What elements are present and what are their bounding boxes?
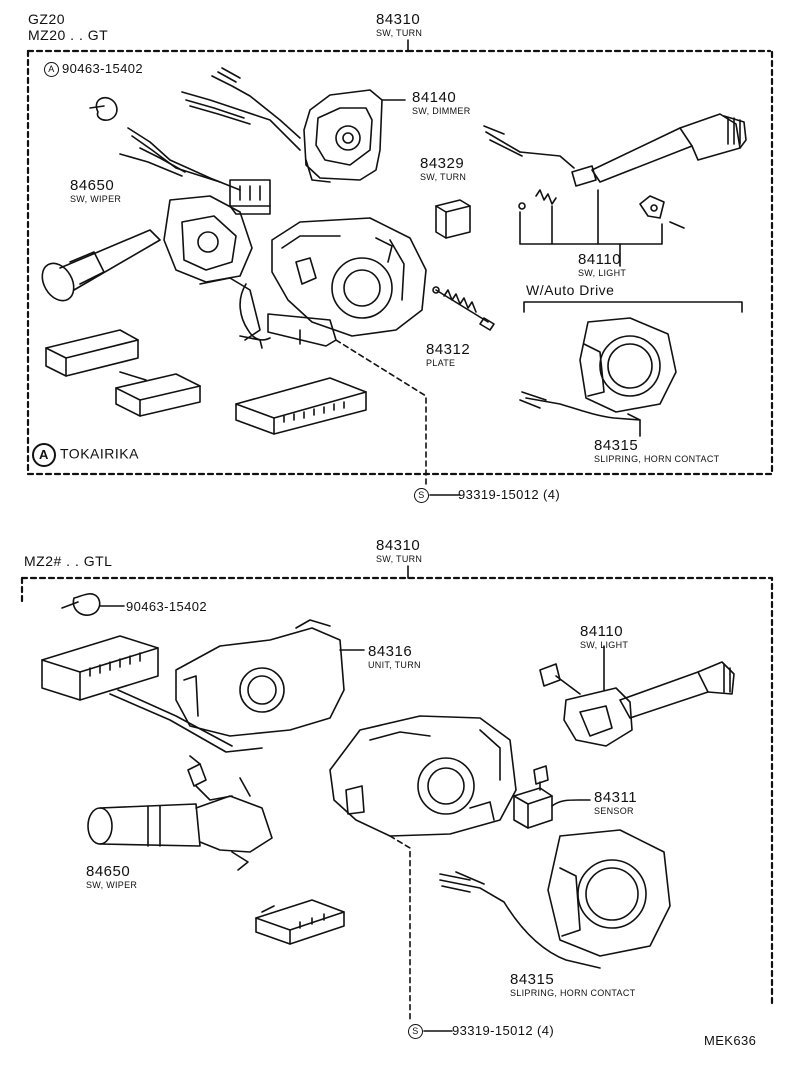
bottom-frame bbox=[20, 576, 774, 1006]
top-light-name: SW, LIGHT bbox=[578, 268, 627, 278]
top-clip-number: 90463-15402 bbox=[62, 61, 144, 76]
light-switch-art-top bbox=[483, 113, 747, 267]
combination-switch-body-bottom bbox=[329, 715, 517, 837]
wire-harness-top bbox=[119, 67, 301, 215]
unit-turn-name: UNIT, TURN bbox=[368, 660, 421, 670]
top-wiper-number[interactable]: 84650 bbox=[70, 177, 115, 194]
bottom-slipring-name: SLIPRING, HORN CONTACT bbox=[510, 988, 636, 998]
bottom-assembly-number[interactable]: 84310 bbox=[376, 537, 421, 554]
top-slipring-number[interactable]: 84315 bbox=[594, 437, 639, 454]
bottom-clip-number[interactable]: 90463-15402 bbox=[126, 599, 208, 614]
figure-code: MEK636 bbox=[704, 1033, 757, 1048]
plate-name: PLATE bbox=[426, 358, 456, 368]
wiper-switch-art bbox=[41, 195, 263, 349]
top-slipring-name: SLIPRING, HORN CONTACT bbox=[594, 454, 720, 464]
unit-turn-number[interactable]: 84316 bbox=[368, 643, 413, 660]
bottom-wiper-number[interactable]: 84650 bbox=[86, 863, 131, 880]
circled-a-marker-icon: A bbox=[44, 62, 59, 78]
top-light-number[interactable]: 84110 bbox=[578, 251, 622, 268]
connectors-top bbox=[45, 329, 367, 435]
maker-name: TOKAIRIKA bbox=[60, 445, 139, 462]
turn-switch-number[interactable]: 84329 bbox=[420, 155, 465, 172]
top-model-line1: GZ20 bbox=[28, 11, 66, 27]
circled-s-marker-icon: S bbox=[414, 488, 429, 504]
combination-switch-body-top bbox=[267, 217, 427, 347]
circled-s-marker-icon: S bbox=[408, 1024, 423, 1040]
top-wiper-name: SW, WIPER bbox=[70, 194, 122, 204]
slipring-art-top bbox=[519, 317, 677, 437]
clip-icon-bottom bbox=[61, 593, 125, 616]
bottom-model-line: MZ2# . . GTL bbox=[24, 553, 113, 569]
top-screw-label[interactable]: S 93319-15012 (4) bbox=[414, 487, 561, 504]
slipring-art-bottom bbox=[439, 829, 671, 969]
plate-spring-art bbox=[432, 286, 495, 331]
dimmer-number[interactable]: 84140 bbox=[412, 89, 457, 106]
bottom-light-name: SW, LIGHT bbox=[580, 640, 629, 650]
top-screw-number: 93319-15012 (4) bbox=[458, 487, 561, 502]
turn-switch-art bbox=[435, 199, 471, 239]
top-assembly-number[interactable]: 84310 bbox=[376, 11, 421, 28]
clip-icon-top bbox=[89, 96, 118, 121]
light-switch-art-bottom bbox=[539, 645, 735, 747]
bottom-light-number[interactable]: 84110 bbox=[580, 623, 624, 640]
sensor-art bbox=[513, 765, 591, 829]
circled-a-large-icon: A bbox=[32, 443, 56, 467]
bottom-wiper-name: SW, WIPER bbox=[86, 880, 138, 890]
top-model-line2: MZ20 . . GT bbox=[28, 27, 109, 43]
dimmer-name: SW, DIMMER bbox=[412, 106, 471, 116]
bottom-screw-number: 93319-15012 (4) bbox=[452, 1023, 555, 1038]
bottom-slipring-number[interactable]: 84315 bbox=[510, 971, 555, 988]
sensor-name: SENSOR bbox=[594, 806, 634, 816]
turn-switch-name: SW, TURN bbox=[420, 172, 467, 182]
unit-turn-art bbox=[41, 619, 365, 753]
connector-bottom bbox=[255, 899, 345, 945]
dimmer-switch-art bbox=[303, 89, 406, 183]
top-frame bbox=[26, 49, 774, 476]
wiper-switch-art-bottom bbox=[87, 755, 273, 871]
plate-number[interactable]: 84312 bbox=[426, 341, 471, 358]
bottom-assembly-name: SW, TURN bbox=[376, 554, 423, 564]
sensor-number[interactable]: 84311 bbox=[594, 789, 638, 806]
bottom-screw-label[interactable]: S 93319-15012 (4) bbox=[408, 1023, 555, 1040]
auto-drive-label: W/Auto Drive bbox=[526, 282, 615, 298]
top-assembly-name: SW, TURN bbox=[376, 28, 423, 38]
